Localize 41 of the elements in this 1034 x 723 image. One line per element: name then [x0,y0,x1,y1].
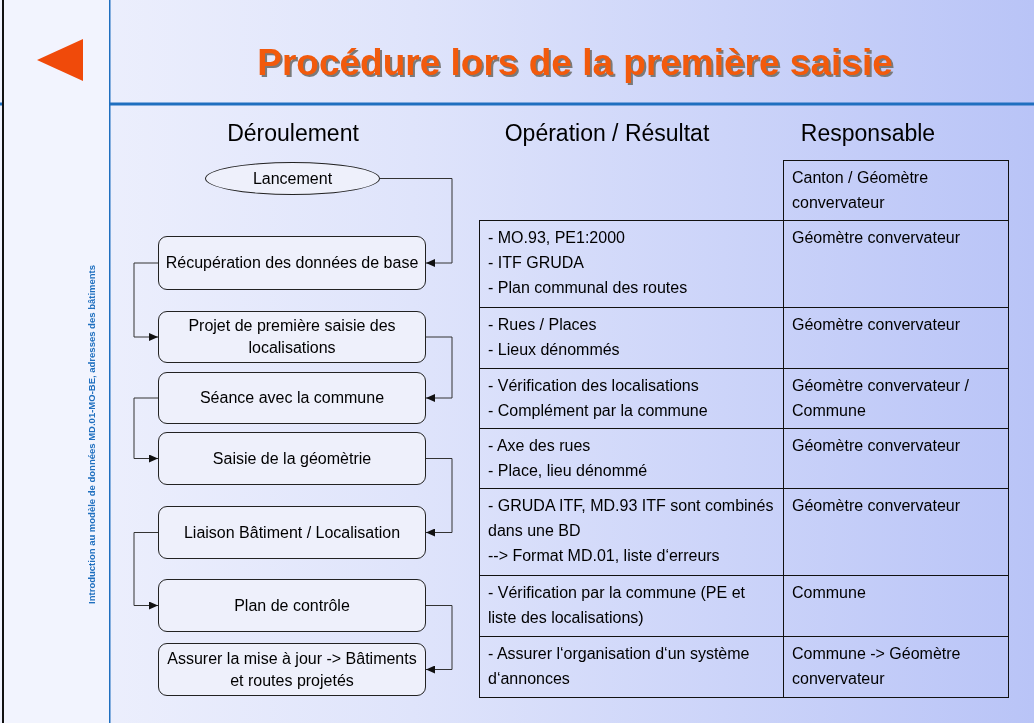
column-header: Déroulement [226,120,360,147]
cell-text: - Lieux dénommés [488,340,621,360]
connector-arrow [133,262,159,341]
connector-arrow [133,532,159,610]
cell-text: - GRUDA ITF, MD.93 ITF sont combinés dans une BD [488,496,775,541]
cell-text: - Axe des rues [488,436,592,456]
column-header: Opération / Résultat [503,120,711,147]
process-box: Assurer la mise à jour -> Bâtiments et routes projetés [158,643,426,696]
terminal-oval: Lancement [205,162,380,195]
process-box: Liaison Bâtiment / Localisation [158,506,426,559]
column-header: Responsable [799,120,937,147]
cell-text: Canton / Géomètre convervateur [792,168,930,213]
connector-arrow [379,178,453,267]
process-box: Saisie de la géomètrie [158,432,426,485]
vertical-note: Introduction au modèle de données MD.01-MO-BE, adresses des bâtiments [86,265,97,604]
cell-text: Commune [792,583,867,603]
cell-text: Géomètre convervateur [792,436,962,456]
cell-text: - Vérification des localisations [488,376,700,396]
process-box: Récupération des données de base [158,236,426,290]
connector-arrow [425,605,453,674]
process-box: Plan de contrôle [158,579,426,632]
cell-text: - Rues / Places [488,315,598,335]
cell-text: Géomètre convervateur [792,315,962,335]
connector-arrow [425,336,453,402]
cell-text: - Plan communal des routes [488,278,689,298]
cell-text: --> Format MD.01, liste d‘erreurs [488,546,721,566]
cell-text: - MO.93, PE1:2000 [488,228,626,248]
connector-arrow [133,397,159,463]
cell-text: Géomètre convervateur [792,228,962,248]
cell-text: Géomètre convervateur / Commune [792,376,970,421]
process-box: Séance avec la commune [158,372,426,424]
cell-text: Commune -> Géomètre convervateur [792,644,962,689]
cell-text: - Complément par la commune [488,401,709,421]
cell-text: - Assurer l‘organisation d‘un système d‘annonces [488,644,751,689]
cell-text: - ITF GRUDA [488,253,585,273]
cell-text: - Vérification par la commune (PE et liste des localisations) [488,583,746,628]
cell-text: - Place, lieu dénommé [488,461,649,481]
process-box: Projet de première saisie des localisations [158,311,426,363]
connector-arrow [425,458,453,537]
cell-text: Géomètre convervateur [792,496,962,516]
slide-title: Procédure lors de la première saisie [256,42,894,84]
